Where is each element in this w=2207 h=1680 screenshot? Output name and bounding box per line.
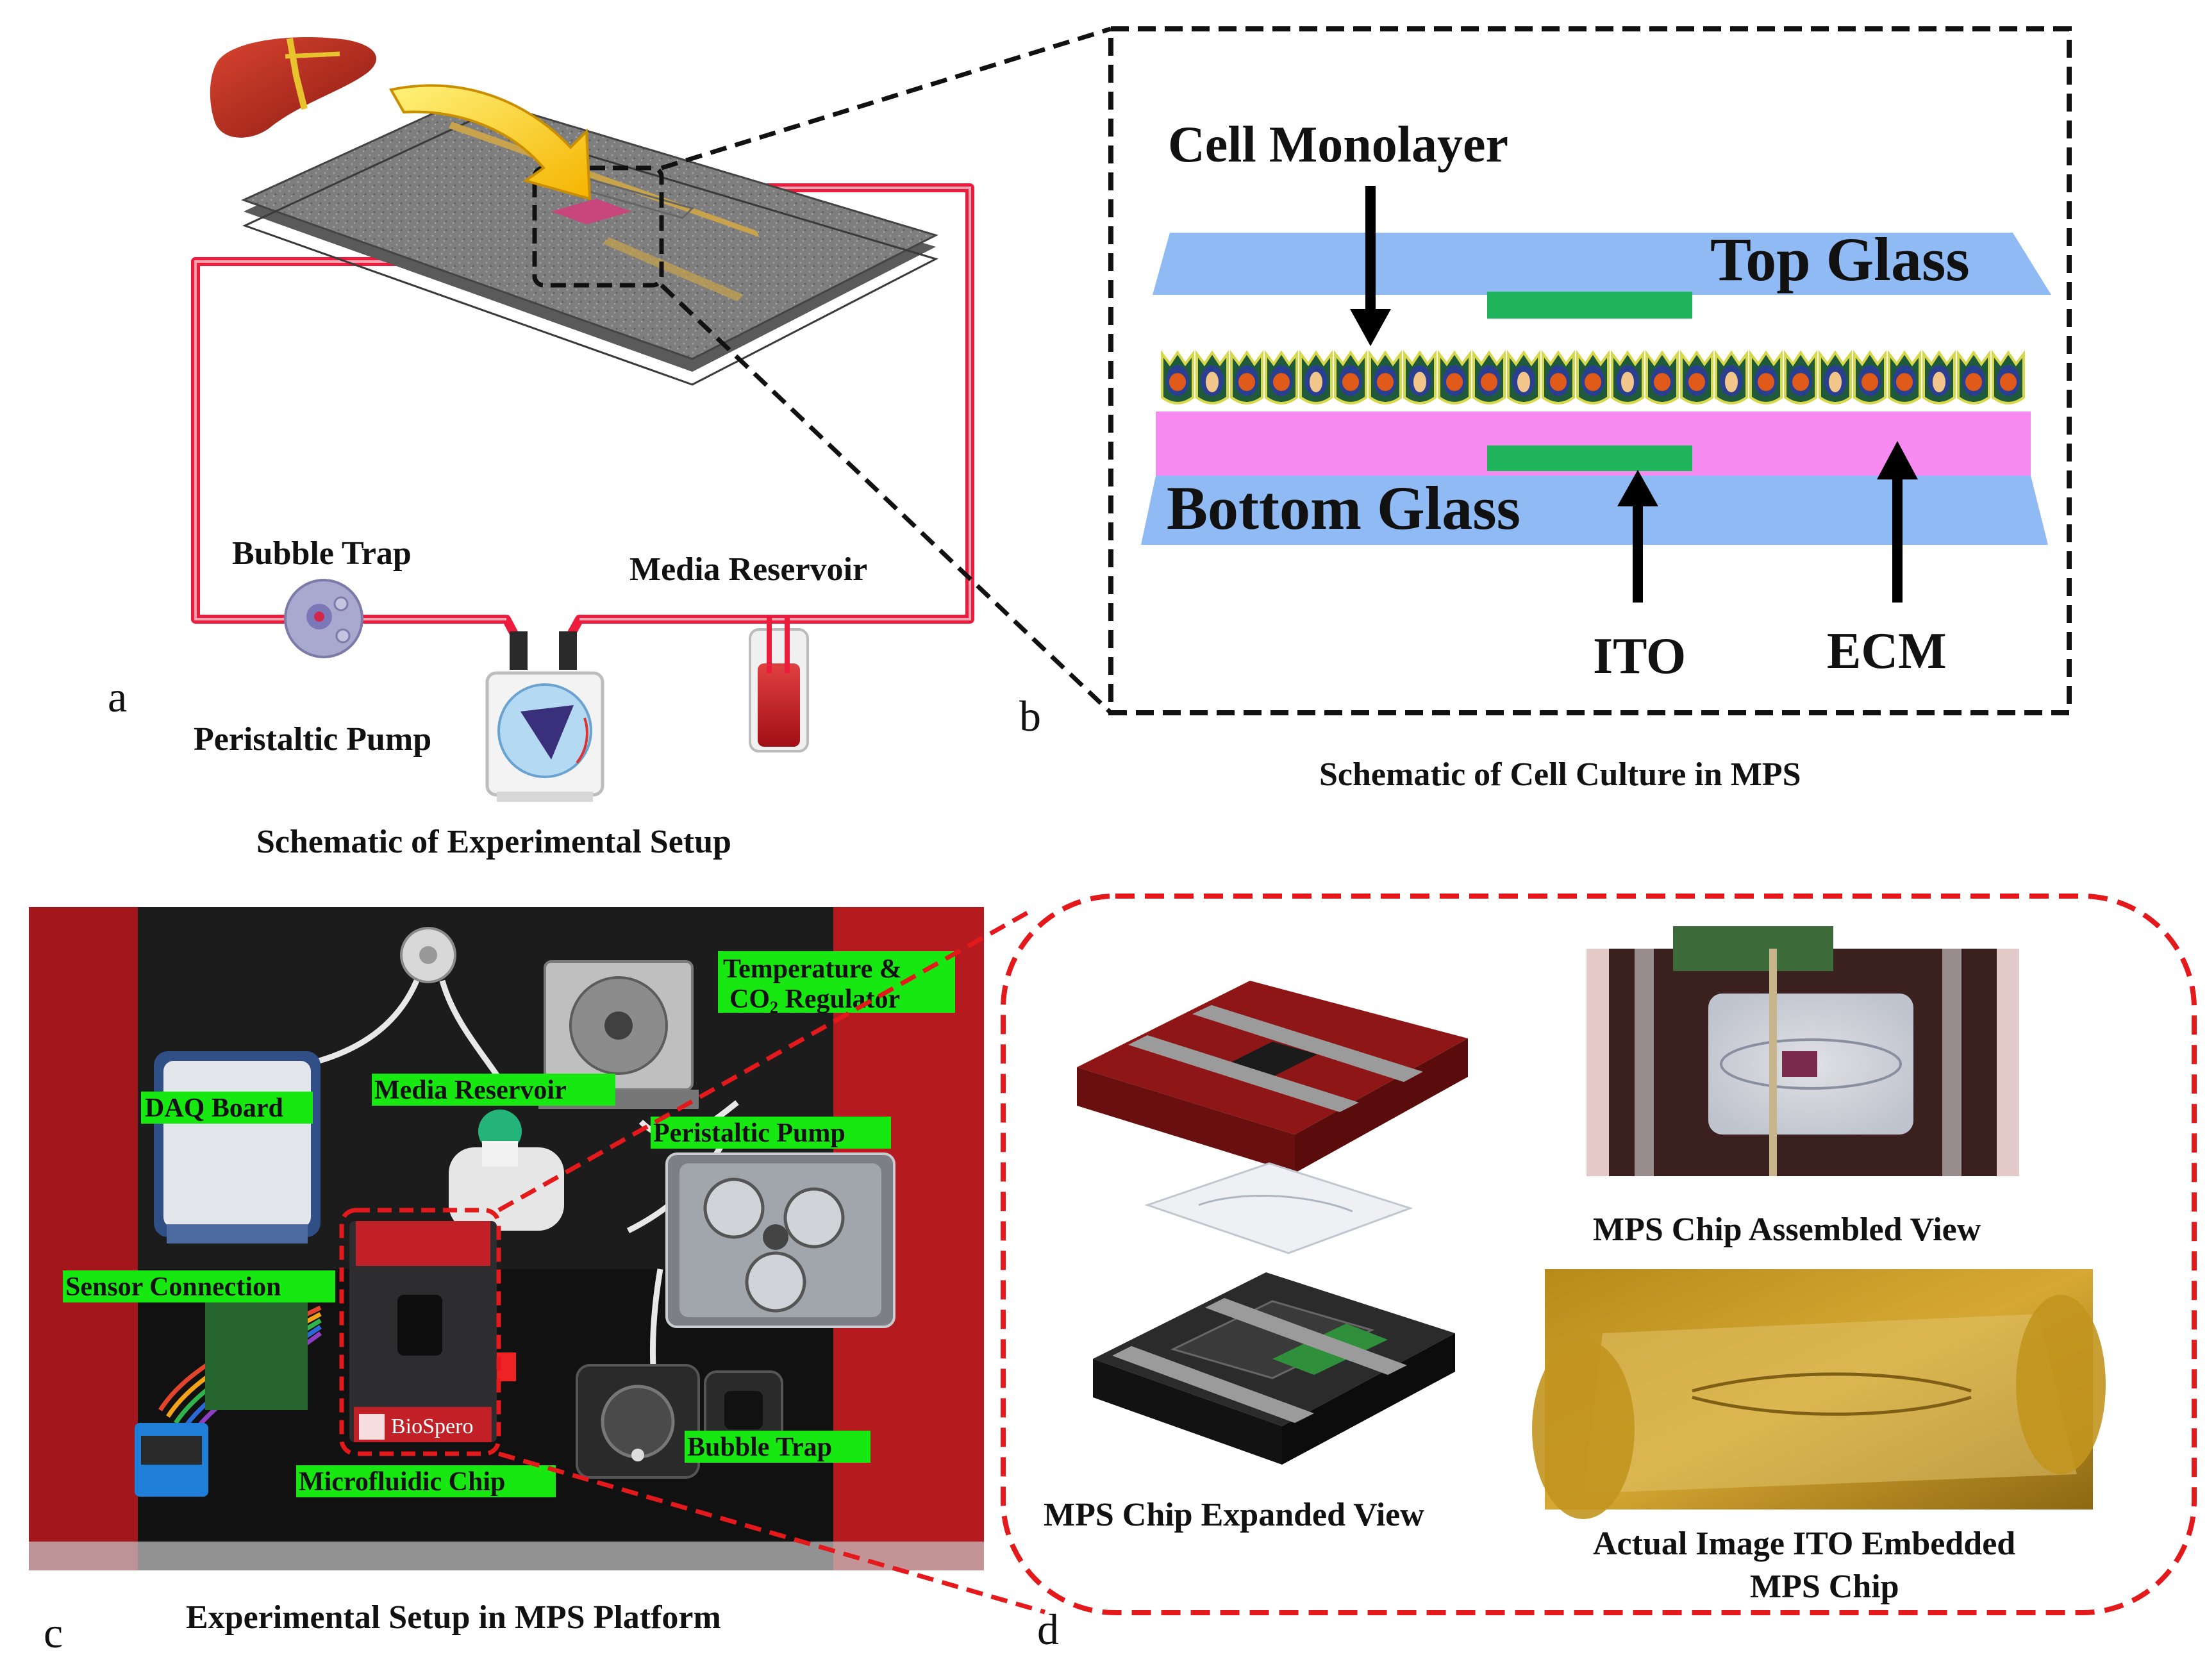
- panel-letter-c: c: [44, 1608, 63, 1657]
- cell: [1472, 350, 1506, 404]
- panel-d: MPS Chip Expanded View MPS Chip Assemble…: [1001, 894, 2197, 1654]
- actual-chip-photo: [1532, 1269, 2106, 1519]
- cell: [1507, 350, 1540, 404]
- top-glass: [1153, 233, 2051, 295]
- ito-arrow: [1617, 470, 1658, 603]
- bubble-trap-label: Bubble Trap: [232, 535, 412, 572]
- chip-schematic: [241, 95, 939, 386]
- cell: [1161, 350, 1194, 404]
- assembled-chip-render: [1587, 926, 2019, 1176]
- cell: [1749, 350, 1783, 404]
- panel-c: BioSpero Temperature & CO2 Regulator DAQ…: [29, 907, 984, 1657]
- svg-text:Temperature &: Temperature &: [723, 954, 902, 984]
- svg-text:Media Reservoir: Media Reservoir: [374, 1076, 567, 1105]
- media-reservoir-label: Media Reservoir: [629, 551, 867, 588]
- brand-label: BioSpero: [391, 1415, 473, 1438]
- assembled-view-label: MPS Chip Assembled View: [1593, 1211, 1981, 1248]
- panel-a-caption: Schematic of Experimental Setup: [256, 824, 731, 860]
- chip-lid-render: [1077, 981, 1468, 1173]
- microfluidic-chip-photo: BioSpero: [349, 1221, 516, 1442]
- ito-label: ITO: [1593, 628, 1686, 685]
- svg-text:Sensor Connection: Sensor Connection: [65, 1272, 281, 1302]
- cell-monolayer-label: Cell Monolayer: [1168, 117, 1508, 173]
- tag-sensor-connection: Sensor Connection: [63, 1270, 335, 1302]
- peristaltic-pump-label: Peristaltic Pump: [194, 721, 431, 758]
- cell: [1334, 350, 1367, 404]
- cell: [1992, 350, 2025, 404]
- red-callout-lines: [497, 908, 1045, 1615]
- cell: [1715, 350, 1748, 404]
- panel-b: Cell Monolayer Top Glass Bottom Glass IT…: [1019, 26, 2072, 793]
- cell: [1438, 350, 1471, 404]
- cell: [1922, 350, 1956, 404]
- tag-daq-board: DAQ Board: [141, 1092, 313, 1124]
- zoom-box: [532, 165, 664, 288]
- glass-chip-render: [1144, 1162, 1413, 1254]
- panel-letter-a: a: [108, 672, 127, 721]
- svg-text:Peristaltic Pump: Peristaltic Pump: [653, 1119, 845, 1148]
- chip-base-render: [1093, 1272, 1455, 1465]
- actual-image-label-line2: MPS Chip: [1750, 1568, 1899, 1605]
- daq-board: [154, 1051, 321, 1243]
- cell: [1784, 350, 1817, 404]
- cell: [1680, 350, 1713, 404]
- svg-text:Microfluidic Chip: Microfluidic Chip: [299, 1467, 505, 1497]
- bottom-ito-strip: [1487, 445, 1692, 471]
- cell-monolayer-arrow: [1350, 186, 1391, 346]
- cell: [1369, 350, 1402, 404]
- cell: [1195, 350, 1229, 404]
- actual-image-label-line1: Actual Image ITO Embedded: [1593, 1526, 2015, 1562]
- svg-text:DAQ Board: DAQ Board: [145, 1094, 283, 1123]
- svg-text:Bubble Trap: Bubble Trap: [687, 1433, 832, 1462]
- panel-letter-d: d: [1037, 1605, 1059, 1654]
- expanded-view-label: MPS Chip Expanded View: [1044, 1497, 1424, 1533]
- tag-bubble-trap: Bubble Trap: [685, 1431, 870, 1463]
- tag-media-reservoir: Media Reservoir: [372, 1074, 615, 1106]
- panel-letter-b: b: [1019, 692, 1041, 740]
- cell: [1299, 350, 1333, 404]
- bubble-trap-photo: [576, 1364, 783, 1479]
- cell: [1230, 350, 1263, 404]
- liver-icon: [210, 37, 377, 138]
- tag-temperature: Temperature & CO2 Regulator: [718, 951, 955, 1017]
- panel-a: Bubble Trap Media Reservoir Peristaltic …: [108, 37, 974, 860]
- cell: [1819, 350, 1852, 404]
- panel-b-caption: Schematic of Cell Culture in MPS: [1319, 756, 1801, 793]
- cell: [1888, 350, 1921, 404]
- cell: [1957, 350, 1990, 404]
- top-glass-label: Top Glass: [1710, 225, 1970, 294]
- ecm-label: ECM: [1827, 623, 1947, 679]
- tag-peristaltic-pump: Peristaltic Pump: [651, 1117, 891, 1149]
- bottom-glass-label: Bottom Glass: [1167, 474, 1520, 542]
- arrow-icon: [388, 84, 592, 201]
- cell: [1265, 350, 1298, 404]
- cell-monolayer: [1161, 350, 2025, 404]
- ecm-arrow: [1877, 441, 1918, 603]
- peristaltic-pump-icon: [485, 631, 604, 802]
- peristaltic-pump-photo: [665, 1152, 895, 1328]
- cell: [1403, 350, 1437, 404]
- gauge-unit: [400, 927, 456, 983]
- cell: [1853, 350, 1886, 404]
- cell: [1611, 350, 1644, 404]
- regulator-unit: [538, 960, 699, 1109]
- panel-c-caption: Experimental Setup in MPS Platform: [186, 1599, 721, 1636]
- cell: [1576, 350, 1610, 404]
- tag-microfluidic-chip: Microfluidic Chip: [296, 1465, 556, 1497]
- svg-text:CO2 Regulator: CO2 Regulator: [729, 985, 900, 1017]
- top-ito-strip: [1487, 292, 1692, 319]
- cell: [1645, 350, 1679, 404]
- zoom-callout-lines: [660, 26, 1113, 715]
- bubble-trap-icon: [284, 579, 363, 658]
- cell: [1542, 350, 1575, 404]
- bottom-glass: [1141, 476, 2048, 545]
- media-reservoir-icon: [749, 615, 809, 753]
